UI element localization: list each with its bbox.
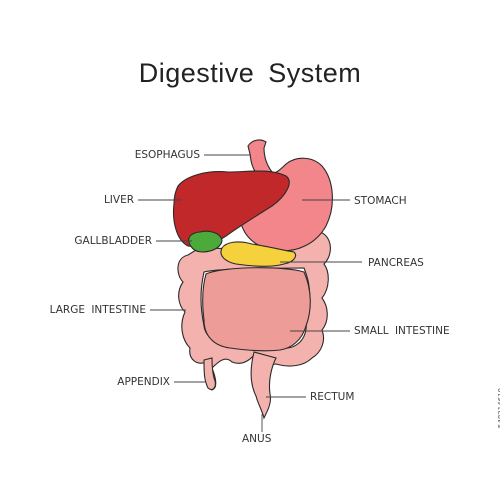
label-pancreas: PANCREAS (368, 257, 424, 269)
appendix-shape (203, 357, 216, 391)
label-gallbladder: GALLBLADDER (74, 235, 152, 247)
label-esophagus: ESOPHAGUS (134, 149, 200, 161)
pancreas-shape (220, 241, 297, 267)
leader-lines (138, 154, 362, 432)
label-small-intestine: SMALL INTESTINE (354, 325, 450, 337)
label-large-intestine: LARGE INTESTINE (49, 304, 146, 316)
esophagus-shape (247, 139, 273, 177)
label-rectum: RECTUM (310, 391, 355, 403)
gallbladder-shape (188, 230, 223, 253)
label-stomach: STOMACH (354, 195, 407, 207)
liver-shape (172, 170, 290, 248)
diagram-title: Digestive System (138, 58, 362, 88)
label-liver: LIVER (103, 194, 134, 206)
label-anus: ANUS (242, 433, 272, 445)
small-intestine-shape (202, 267, 311, 352)
label-appendix: APPENDIX (117, 376, 170, 388)
rectum-shape (250, 351, 277, 420)
